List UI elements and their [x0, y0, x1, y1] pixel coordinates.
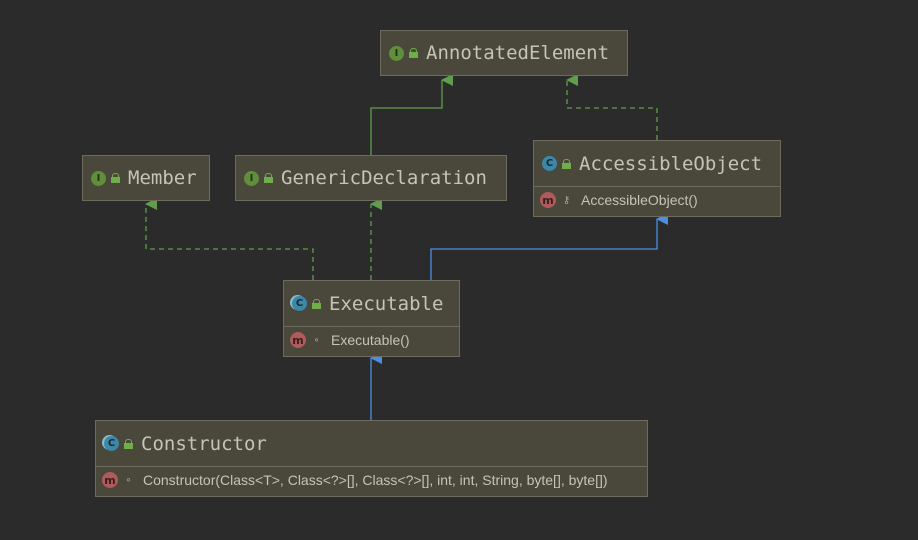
node-constructor[interactable]: C Constructor m ∘ Constructor(Class<T>, …	[95, 420, 648, 497]
class-icon: C	[292, 296, 307, 311]
interface-icon: I	[389, 45, 404, 61]
interface-icon: I	[244, 170, 259, 186]
member-row[interactable]: m ∘ Executable()	[284, 327, 459, 353]
member-label: Executable()	[331, 332, 410, 348]
node-header: C AccessibleObject	[534, 141, 780, 187]
method-icon: m	[102, 472, 118, 488]
lock-open-icon	[562, 158, 571, 169]
node-title: Constructor	[141, 432, 267, 455]
member-label: Constructor(Class<T>, Class<?>[], Class<…	[143, 472, 608, 488]
lock-open-icon	[312, 298, 321, 309]
lock-open-icon	[409, 48, 418, 58]
edge-genericdeclaration-annotatedelement	[370, 74, 453, 155]
node-title: AnnotatedElement	[426, 42, 610, 64]
class-icon: C	[542, 156, 557, 171]
member-row[interactable]: m ∘ Constructor(Class<T>, Class<?>[], Cl…	[96, 467, 647, 493]
lock-open-icon	[111, 173, 120, 183]
class-icon: C	[104, 436, 119, 451]
node-title: AccessibleObject	[579, 152, 763, 175]
edge-executable-accessibleobject	[430, 213, 668, 280]
node-annotatedelement[interactable]: I AnnotatedElement	[380, 30, 628, 76]
node-member[interactable]: I Member	[82, 155, 210, 201]
node-title: Executable	[329, 292, 444, 315]
node-title: GenericDeclaration	[281, 167, 487, 189]
interface-icon: I	[91, 170, 106, 186]
lock-open-icon	[124, 438, 133, 449]
node-header: I AnnotatedElement	[381, 31, 627, 75]
node-genericdeclaration[interactable]: I GenericDeclaration	[235, 155, 507, 201]
member-row[interactable]: m ⚷ AccessibleObject()	[534, 187, 780, 213]
node-header: I GenericDeclaration	[236, 156, 506, 200]
method-icon: m	[290, 332, 306, 348]
edge-accessibleobject-annotatedelement	[566, 74, 658, 140]
node-header: C Executable	[284, 281, 459, 327]
node-header: C Constructor	[96, 421, 647, 467]
lock-open-icon	[264, 173, 273, 183]
member-label: AccessibleObject()	[581, 192, 698, 208]
edge-executable-member	[145, 198, 314, 280]
node-accessibleobject[interactable]: C AccessibleObject m ⚷ AccessibleObject(…	[533, 140, 781, 217]
node-executable[interactable]: C Executable m ∘ Executable()	[283, 280, 460, 357]
dot-icon: ∘	[313, 334, 320, 346]
key-icon: ⚷	[562, 194, 571, 206]
dot-icon: ∘	[125, 474, 132, 486]
node-header: I Member	[83, 156, 209, 200]
method-icon: m	[540, 192, 556, 208]
node-title: Member	[128, 167, 197, 189]
